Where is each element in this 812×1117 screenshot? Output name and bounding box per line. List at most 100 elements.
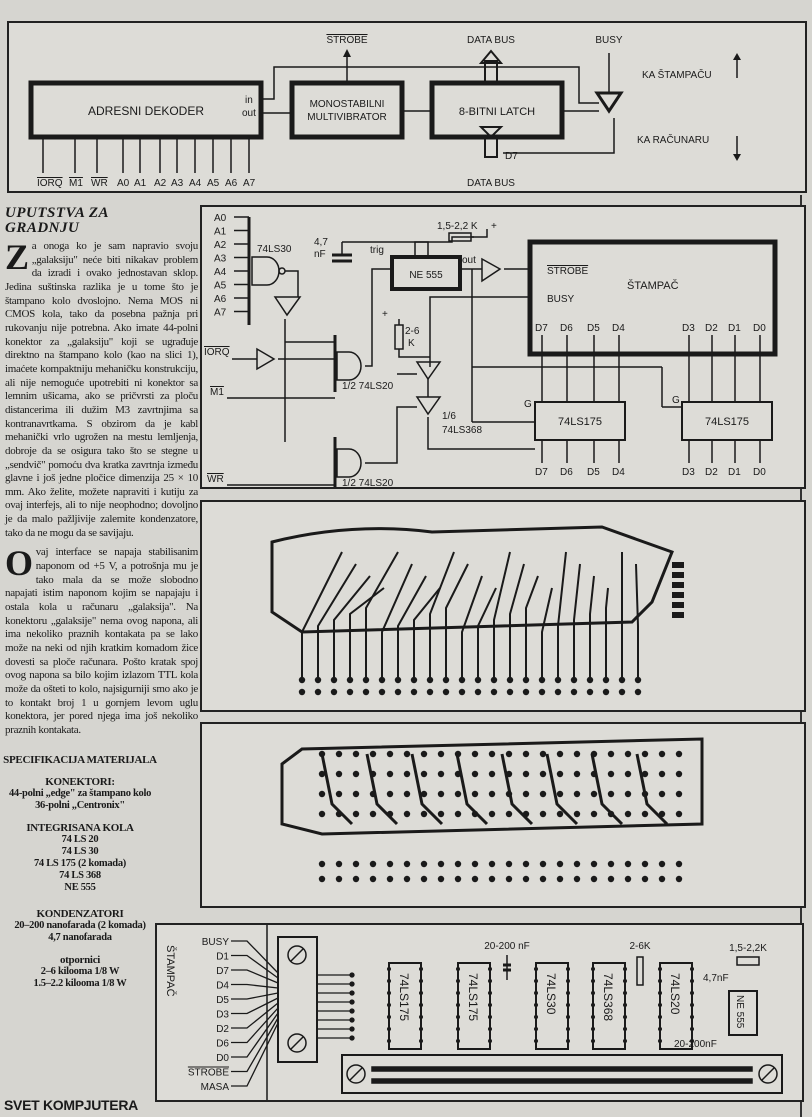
wire-label: D0 xyxy=(216,1053,229,1064)
pcb-pad xyxy=(658,860,666,868)
ic-pin xyxy=(658,1027,662,1031)
ic-chip: 74LS20 xyxy=(658,962,694,1050)
pcb-trace xyxy=(317,563,357,677)
ic-pin xyxy=(623,1027,627,1031)
printer-side-label: ŠTAMPAČ xyxy=(164,945,177,997)
solder-pad xyxy=(349,1008,355,1014)
pcb-pad xyxy=(335,860,343,868)
pcb-pad xyxy=(522,676,530,684)
ic-pin xyxy=(658,991,662,995)
pcb-pad xyxy=(352,750,360,758)
pcb-pad xyxy=(403,750,411,758)
pin-label: A7 xyxy=(243,178,256,189)
ic-pin xyxy=(456,1003,460,1007)
pcb-pad xyxy=(318,750,326,758)
pcb-trace xyxy=(429,551,455,677)
drop-cap: Z xyxy=(5,237,29,277)
pcb-pad xyxy=(420,770,428,778)
ic-pin xyxy=(690,1003,694,1007)
pin-label: A2 xyxy=(154,178,167,189)
pcb-pad xyxy=(634,676,642,684)
pcb-pad xyxy=(522,875,530,883)
buffer-symbol xyxy=(594,91,624,114)
pcb-pad xyxy=(352,810,360,818)
pcb-pad xyxy=(378,688,386,696)
pcb-pad xyxy=(330,688,338,696)
spec-title: SPECIFIKACIJA MATERIJALA xyxy=(3,753,157,766)
pcb-pad xyxy=(403,770,411,778)
pcb-trace xyxy=(365,551,399,677)
pcb-pad xyxy=(522,860,530,868)
spec-item: 4,7 nanofarada xyxy=(48,931,112,943)
solder-pad xyxy=(349,972,355,978)
solder-pad xyxy=(349,1017,355,1023)
pcb-pad xyxy=(386,875,394,883)
pcb-trace xyxy=(590,753,624,826)
wire-label: STROBE xyxy=(188,1068,229,1079)
ic-pin xyxy=(387,1027,391,1031)
pcb-pad xyxy=(378,676,386,684)
pcb-pad xyxy=(474,676,482,684)
printer-strobe-label: STROBE xyxy=(547,266,588,277)
pcb-pad xyxy=(573,810,581,818)
pcb-pad xyxy=(505,860,513,868)
pcb-pad xyxy=(590,860,598,868)
ic-pin xyxy=(534,1039,538,1043)
solder-pad xyxy=(349,999,355,1005)
wire-label: D5 xyxy=(216,995,229,1006)
pcb-pad xyxy=(556,860,564,868)
pcb-pad xyxy=(556,810,564,818)
pcb-pad xyxy=(506,688,514,696)
cap1-label: 20-200 nF xyxy=(484,941,530,952)
pcb-pad xyxy=(505,750,513,758)
pcb-trace xyxy=(445,563,469,677)
wire xyxy=(231,997,279,1015)
cap-value-label: 4,7 xyxy=(314,237,328,248)
pcb-pad xyxy=(590,875,598,883)
pcb-bottom-layer xyxy=(200,722,806,908)
ic-pin xyxy=(566,979,570,983)
pcb-pad xyxy=(590,770,598,778)
arrow-up-icon xyxy=(733,53,741,60)
pcb-pad xyxy=(624,790,632,798)
ic-pin xyxy=(456,1015,460,1019)
ic-pin xyxy=(488,1039,492,1043)
pcb-pad xyxy=(437,770,445,778)
pcb-trace xyxy=(333,575,371,677)
pcb-pad xyxy=(607,750,615,758)
pcb-pad xyxy=(426,676,434,684)
pcb-pad xyxy=(675,860,683,868)
pcb-pad xyxy=(538,676,546,684)
pcb-pad xyxy=(505,810,513,818)
ic-pin xyxy=(658,1039,662,1043)
ic-pin xyxy=(591,991,595,995)
ic-pin xyxy=(591,967,595,971)
ic-pin xyxy=(456,1027,460,1031)
ic-pin xyxy=(419,979,423,983)
pcb-pad xyxy=(362,688,370,696)
spec-item: 20–200 nanofarada (2 komada) xyxy=(14,919,146,931)
ls175-b-label: 74LS175 xyxy=(705,416,749,428)
paragraph-text: a onoga ko je sam napravio svoju „galaks… xyxy=(5,240,198,539)
ic-pin xyxy=(419,1003,423,1007)
cap2-label: 4,7nF xyxy=(703,973,729,984)
pcb-pad xyxy=(539,810,547,818)
ic-pin xyxy=(488,1015,492,1019)
ic-label: 74LS30 xyxy=(544,973,558,1015)
pcb-pad xyxy=(386,790,394,798)
pcb-pad xyxy=(539,750,547,758)
pcb-pad xyxy=(607,875,615,883)
spec-item: 36-polni „Centronix" xyxy=(35,799,125,811)
ic-pin xyxy=(623,967,627,971)
printer-data-label: D3 xyxy=(682,323,695,334)
pcb-pad xyxy=(318,770,326,778)
wire-label: D7 xyxy=(216,966,229,977)
pcb-trace xyxy=(509,563,525,677)
pcb-trace xyxy=(493,551,511,677)
pcb-pad xyxy=(556,750,564,758)
ic-pin xyxy=(456,991,460,995)
ic-pin xyxy=(387,979,391,983)
ic-pin xyxy=(419,1027,423,1031)
